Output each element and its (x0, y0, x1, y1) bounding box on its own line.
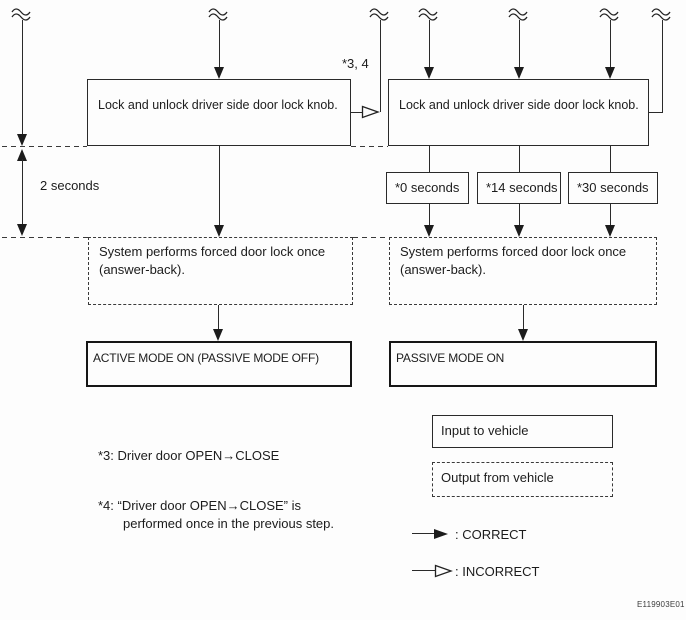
arrow-down-icon (424, 225, 434, 237)
branch-ref-label: *3, 4 (342, 56, 369, 71)
arrow-right-open-icon (361, 105, 380, 119)
connector-line (429, 146, 430, 172)
output-box-right: System performs forced door lock once (a… (389, 237, 657, 305)
timing-label: *0 seconds (395, 180, 460, 195)
connector-line (523, 305, 524, 329)
note-4: *4: “Driver door OPEN→CLOSE” is performe… (98, 497, 334, 533)
result-label: PASSIVE MODE ON (396, 351, 505, 365)
connector-line (380, 20, 381, 112)
break-symbol-icon (369, 8, 389, 21)
input-action-box-right: Lock and unlock driver side door lock kn… (388, 79, 649, 146)
connector-line (610, 204, 611, 225)
delay-label: 2 seconds (40, 178, 100, 193)
arrow-right-filled-icon (434, 529, 448, 539)
legend-incorrect-label: : INCORRECT (455, 564, 540, 579)
arrow-up-icon (17, 149, 27, 161)
connector-line (649, 112, 663, 113)
break-symbol-icon (208, 8, 228, 21)
connector-line (429, 204, 430, 225)
timing-line (351, 146, 388, 147)
arrow-down-icon (605, 67, 615, 79)
timing-line (2, 237, 88, 238)
arrow-down-icon (514, 225, 524, 237)
output-label-line2: (answer-back). (99, 261, 185, 277)
output-label-line2: (answer-back). (400, 261, 486, 277)
output-label-line1: System performs forced door lock once (99, 244, 326, 259)
doc-code: E119903E01 (637, 600, 685, 609)
interval-line (22, 159, 23, 225)
output-label: System performs forced door lock once (a… (89, 238, 352, 278)
legend-output-box: Output from vehicle (432, 462, 613, 497)
timing-box-30s: *30 seconds (568, 172, 658, 204)
timing-box-14s: *14 seconds (477, 172, 561, 204)
legend-input-box: Input to vehicle (432, 415, 613, 448)
connector-line (519, 146, 520, 172)
connector-line (519, 20, 520, 67)
arrow-down-icon (514, 67, 524, 79)
input-action-box-left: Lock and unlock driver side door lock kn… (87, 79, 351, 146)
break-symbol-icon (508, 8, 528, 21)
note-4-line2: performed once in the previous step. (123, 516, 335, 531)
break-symbol-icon (11, 8, 31, 21)
connector-line (662, 20, 663, 112)
input-action-label: Lock and unlock driver side door lock kn… (98, 98, 338, 112)
timing-line (353, 237, 389, 238)
break-symbol-icon (651, 8, 671, 21)
arrow-down-icon (17, 134, 27, 146)
connector-line (412, 570, 436, 571)
arrow-down-icon (17, 224, 27, 236)
arrow-down-icon (213, 329, 223, 341)
timing-label: *30 seconds (577, 180, 649, 195)
break-symbol-icon (418, 8, 438, 21)
connector-line (610, 146, 611, 172)
connector-line (219, 146, 220, 225)
connector-line (610, 20, 611, 67)
input-action-label: Lock and unlock driver side door lock kn… (399, 98, 639, 112)
arrow-down-icon (214, 225, 224, 237)
legend-input-label: Input to vehicle (441, 423, 529, 438)
connector-line (351, 112, 362, 113)
output-box-left: System performs forced door lock once (a… (88, 237, 353, 305)
legend-output-label: Output from vehicle (441, 470, 554, 485)
connector-line (219, 20, 220, 67)
legend-correct-label: : CORRECT (455, 527, 527, 542)
connector-line (519, 204, 520, 225)
connector-line (218, 305, 219, 329)
note-3: *3: Driver door OPEN→CLOSE (98, 448, 280, 463)
break-symbol-icon (599, 8, 619, 21)
timing-line (2, 146, 87, 147)
result-label: ACTIVE MODE ON (PASSIVE MODE OFF) (93, 351, 319, 365)
connector-line (429, 20, 430, 67)
connector-line (22, 20, 23, 134)
timing-label: *14 seconds (486, 180, 558, 195)
arrow-down-icon (518, 329, 528, 341)
output-label: System performs forced door lock once (a… (390, 238, 656, 278)
result-box-passive-mode: PASSIVE MODE ON (389, 341, 657, 387)
arrow-right-open-icon (434, 564, 453, 578)
result-box-active-mode: ACTIVE MODE ON (PASSIVE MODE OFF) (86, 341, 352, 387)
timing-box-0s: *0 seconds (386, 172, 469, 204)
arrow-down-icon (424, 67, 434, 79)
output-label-line1: System performs forced door lock once (400, 244, 627, 259)
arrow-down-icon (605, 225, 615, 237)
connector-line (412, 533, 436, 534)
note-4-line1: *4: “Driver door OPEN→CLOSE” is (98, 498, 301, 513)
arrow-down-icon (214, 67, 224, 79)
